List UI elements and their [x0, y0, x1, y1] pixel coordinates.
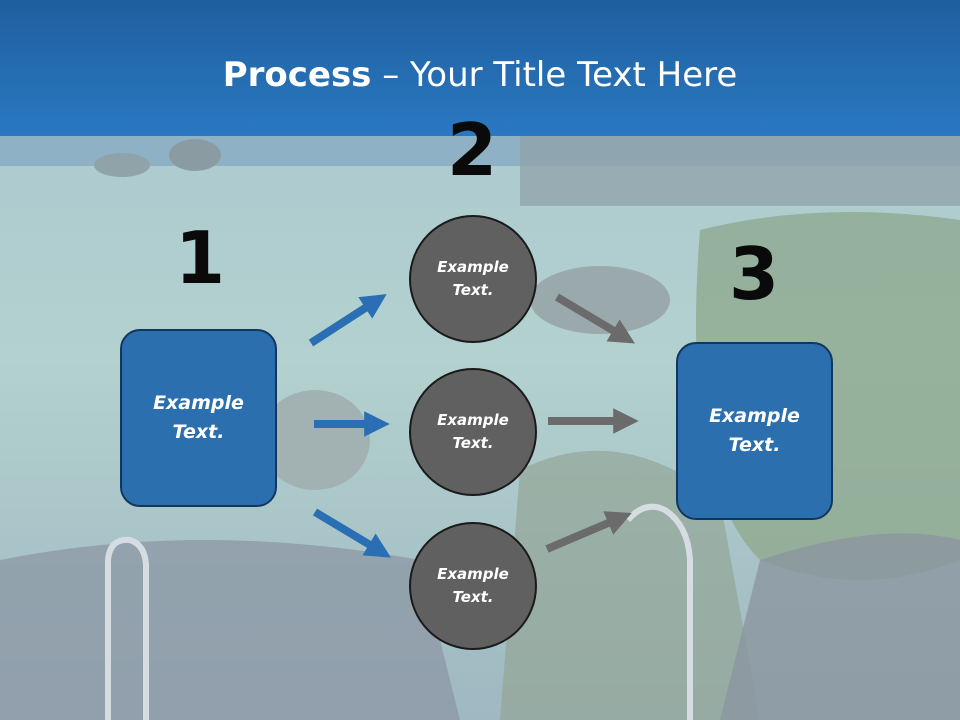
title-bold: Process: [222, 55, 372, 95]
slide-title: Process – Your Title Text Here: [0, 52, 960, 98]
process-circle-middle-label: Example Text.: [437, 411, 509, 452]
process-circle-top-label: Example Text.: [437, 258, 509, 299]
process-box-right[interactable]: Example Text.: [676, 342, 833, 520]
process-box-right-label: Example Text.: [709, 405, 800, 456]
title-bar: [0, 0, 960, 136]
process-box-left-label: Example Text.: [153, 392, 244, 443]
title-rest: – Your Title Text Here: [371, 55, 738, 95]
step-number-3: 3: [728, 232, 780, 316]
process-circle-bottom-label: Example Text.: [437, 565, 509, 606]
process-circle-bottom[interactable]: Example Text.: [409, 522, 537, 650]
process-box-left[interactable]: Example Text.: [120, 329, 277, 507]
step-number-1: 1: [174, 216, 226, 300]
process-circle-middle[interactable]: Example Text.: [409, 368, 537, 496]
step-number-2: 2: [446, 108, 498, 192]
process-circle-top[interactable]: Example Text.: [409, 215, 537, 343]
